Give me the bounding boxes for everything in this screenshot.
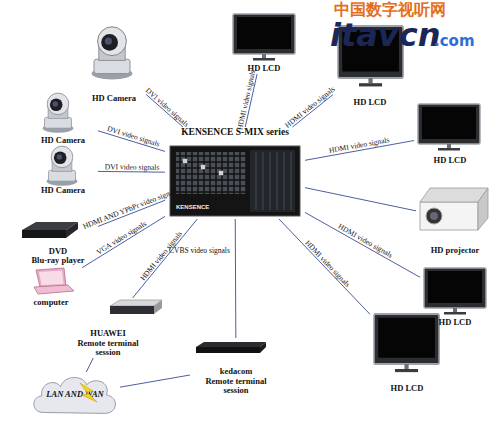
signal-label: DVI video signals bbox=[104, 162, 159, 172]
device-label: HD projector bbox=[431, 246, 480, 256]
device-node: HD projector bbox=[416, 182, 494, 256]
device-label: LAN AND WAN bbox=[46, 390, 103, 400]
signal-label: DVI video signals bbox=[106, 124, 161, 149]
device-label: HD LCD bbox=[354, 98, 387, 108]
laptop-icon bbox=[34, 268, 74, 294]
camera-icon bbox=[47, 146, 78, 186]
projector-icon bbox=[420, 188, 488, 230]
device-node: kedacomRemote terminal session bbox=[190, 338, 282, 396]
device-node: computer bbox=[20, 266, 82, 308]
dvd-player-icon bbox=[22, 222, 78, 238]
signal-cable bbox=[120, 375, 190, 387]
camera-icon bbox=[43, 93, 74, 133]
signal-cable bbox=[86, 358, 93, 372]
device-node: HD Camera bbox=[28, 94, 98, 146]
device-logo: KENSENCE bbox=[176, 204, 209, 210]
device-node: HD LCD bbox=[420, 266, 490, 328]
device-node: HUAWEIRemote terminal session bbox=[52, 298, 164, 358]
terminal-icon bbox=[196, 342, 266, 353]
signal-label: HDMI video signals bbox=[138, 229, 184, 282]
device-node: HD LCD bbox=[370, 312, 444, 394]
device-label: HUAWEI bbox=[90, 329, 125, 339]
camera-icon bbox=[92, 27, 133, 80]
lcd-icon bbox=[233, 14, 295, 61]
lcd-icon bbox=[424, 268, 486, 315]
device-label: Remote terminal session bbox=[198, 377, 274, 396]
signal-label: DVI video signals bbox=[144, 85, 191, 128]
signal-cable bbox=[305, 188, 416, 211]
device-label: Remote terminal session bbox=[68, 339, 148, 358]
lcd-icon bbox=[418, 104, 480, 151]
device-label: HD LCD bbox=[434, 156, 467, 166]
signal-label: HDMI video signals bbox=[304, 238, 353, 289]
cloud-shape bbox=[34, 378, 116, 414]
signal-cable bbox=[235, 219, 237, 338]
device-label: HD Camera bbox=[41, 136, 85, 146]
watermark-text: 中国数字视听网 bbox=[334, 2, 446, 18]
device-label: computer bbox=[34, 298, 69, 308]
signal-label: HDMI video signals bbox=[283, 84, 336, 129]
device-label: Blu-ray player bbox=[31, 256, 84, 266]
device-label: kedacom bbox=[220, 367, 253, 377]
signal-label: CVBS video signals bbox=[169, 245, 230, 254]
matrix-switcher-icon bbox=[170, 146, 300, 216]
device-label: DVD bbox=[49, 247, 67, 257]
device-node: HD Camera bbox=[28, 146, 98, 196]
network-cloud: LAN AND WAN bbox=[30, 372, 120, 418]
signal-label: HDMI video signals bbox=[328, 136, 390, 156]
signal-label: HDMI AND YPbPr video signals bbox=[81, 186, 178, 231]
device-label: KENSENCE S-MIX series bbox=[181, 127, 289, 138]
terminal-icon bbox=[110, 300, 162, 314]
device-label: HD LCD bbox=[439, 318, 472, 328]
device-label: HD Camera bbox=[41, 186, 85, 196]
device-node: HD LCD bbox=[414, 102, 486, 166]
signal-cable bbox=[133, 219, 198, 298]
device-node: HD Camera bbox=[82, 28, 146, 104]
watermark-text: itavcn bbox=[330, 19, 440, 51]
device-node: HD LCD bbox=[228, 12, 300, 74]
device-label: HD Camera bbox=[92, 94, 136, 104]
signal-label: HDMI video signals bbox=[336, 222, 394, 260]
lcd-icon bbox=[374, 314, 439, 372]
signal-cable bbox=[305, 212, 420, 277]
device-label: HD LCD bbox=[391, 384, 424, 394]
watermark-text: .com bbox=[434, 34, 475, 49]
